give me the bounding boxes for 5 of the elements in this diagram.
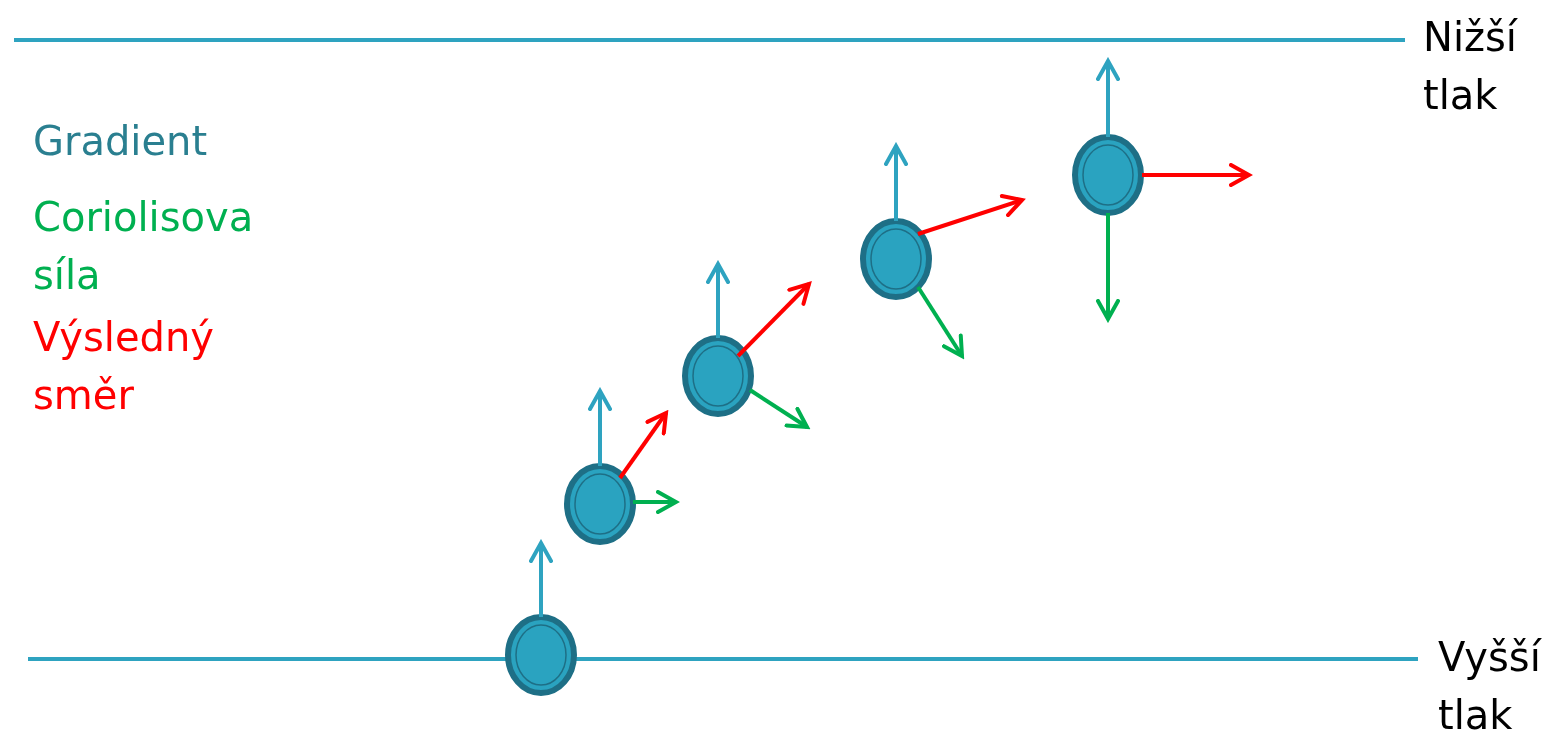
pressure-label: Vyšší tlak bbox=[1438, 633, 1543, 731]
legend-text: Coriolisova síla bbox=[33, 193, 255, 300]
legend-text: Výsledný směr bbox=[33, 313, 215, 420]
legend-text: Gradient bbox=[33, 117, 209, 166]
pressure-label: Nižší tlak bbox=[1423, 13, 1519, 120]
